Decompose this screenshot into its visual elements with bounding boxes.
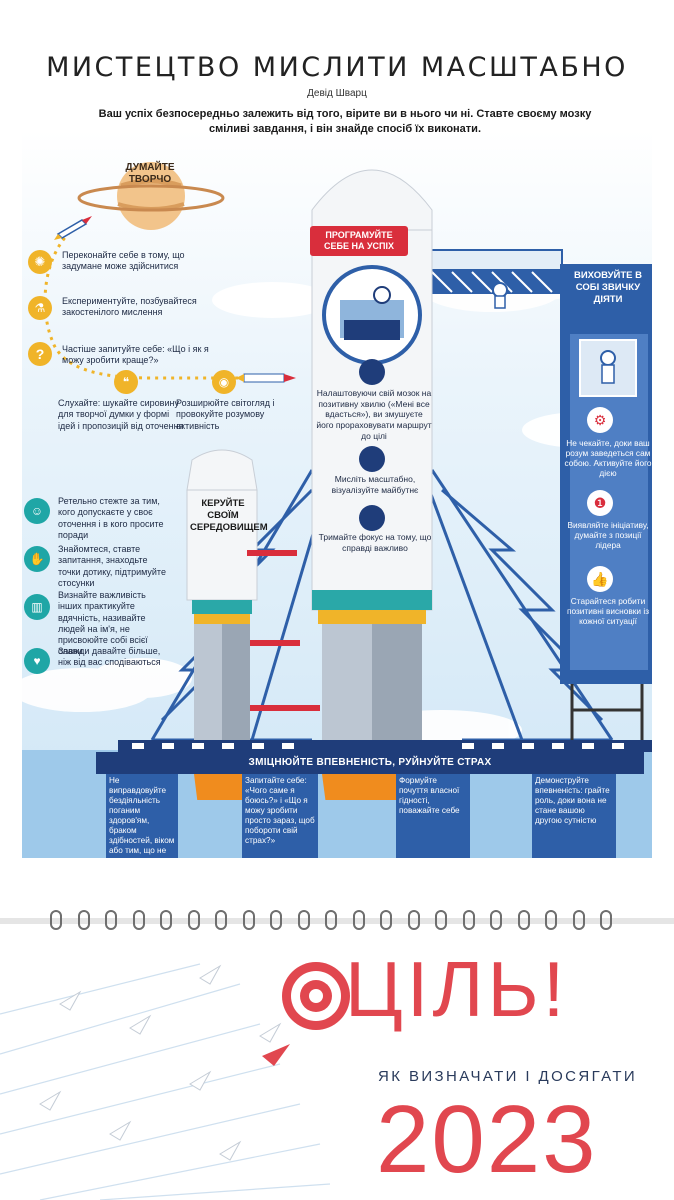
binding-ring [545,910,557,930]
small-rocket-icon [54,216,92,240]
binding-ring [462,910,475,930]
lightbulb-icon: ✺ [28,250,52,274]
binding-ring [297,910,310,930]
paper-planes [0,963,331,1200]
confidence-box-3: Демонструйте впевненість: грайте роль, д… [532,774,616,858]
idea-icon [366,455,367,456]
podium-icon: ▥ [24,594,50,620]
binding-ring [380,910,392,930]
creative-label: ДУМАЙТЕ ТВОРЧО [125,162,175,185]
creative-item-2: ? Частіше запитуйте себе: «Що і як я мож… [28,342,228,370]
binding-ring [407,910,420,930]
confidence-box-2: Формуйте почуття власної гідності, поваж… [396,774,470,858]
confidence-box-text: Не виправдовуйте бездіяльність поганим з… [109,776,175,858]
habit-item-2: Старайтеся робити позитивні висновки із … [566,596,650,627]
binding-ring [435,910,447,930]
confidence-box-text: Формуйте почуття власної гідності, поваж… [399,776,460,815]
thumbs-up-icon: 👍 [587,566,613,592]
confidence-box-text: Демонструйте впевненість: грайте роль, д… [535,776,610,825]
creative-item-text: Експериментуйте, позбувайтеся закостеніл… [62,296,197,318]
poster-intro: Ваш успіх безпосередньо залежить від тог… [98,108,592,135]
brand-year: 2023 [376,1086,598,1193]
program-item-0: Налаштовуючи свій мозок на позитивну хви… [316,388,432,441]
brand-word: ЦІЛЬ! [345,945,569,1033]
target-icon [282,962,350,1030]
brain-icon [366,368,367,369]
gears-icon: ⚙ [587,407,613,433]
creative-item-text: Частіше запитуйте себе: «Що і як я можу … [62,344,209,366]
creative-item-0: ✺ Переконайте себе в тому, що задумане м… [28,250,228,278]
binding-ring [77,910,90,930]
environment-item-text: Ретельно стежте за тим, кого допускаєте … [58,496,164,540]
question-icon: ? [28,342,52,366]
habit-item-0: Не чекайте, доки ваш розум заведеться са… [564,438,652,479]
handshake-icon: ✋ [24,546,50,572]
program-label: ПРОГРАМУЙТЕ СЕБЕ НА УСПІХ [310,226,408,256]
spiral-binding [0,910,674,944]
binding-strip [0,918,674,924]
environment-item-text: Завжди давайте більше, ніж від вас споді… [58,646,161,668]
creative-item-text: Слухайте: шукайте сировину для творчої д… [58,398,184,431]
confidence-banner: ЗМІЦНЮЙТЕ ВПЕВНЕНІСТЬ, РУЙНУЙТЕ СТРАХ [96,752,644,774]
poster-author: Девід Шварц [307,88,367,99]
binding-ring [352,910,365,930]
confidence-box-1: Запитайте себе: «Чого саме я боюсь?» і «… [242,774,318,858]
environment-item-0: ☺ Ретельно стежте за тим, кого допускаєт… [24,496,174,540]
binding-ring [242,910,255,930]
environment-item-text: Визнайте важливість інших практикуйте вд… [58,590,148,657]
eye-icon: ◉ [212,370,236,394]
creative-item-text: Розширюйте світогляд і провокуйте розумо… [176,398,275,431]
binding-ring [517,910,530,930]
speech-icon: ❝ [114,370,138,394]
program-item-1: Мисліть масштабно, візуалізуйте майбутнє [331,474,419,495]
creative-item-4: ◉ Розширюйте світогляд і провокуйте розу… [172,370,302,440]
binding-ring [600,910,612,930]
planet-icon [77,162,225,230]
flask-icon: ⚗ [28,296,52,320]
flying-rocket-icon [236,373,296,383]
brand-subtitle: ЯК ВИЗНАЧАТИ І ДОСЯГАТИ [378,1068,638,1085]
environment-item-3: ♥ Завжди давайте більше, ніж від вас спо… [24,646,174,676]
environment-item-1: ✋ Знайомтеся, ставте запитання, знаходьт… [24,544,174,588]
confidence-box-text: Запитайте себе: «Чого саме я боюсь?» і «… [245,776,315,845]
binding-ring [490,910,502,930]
binding-ring [160,910,172,930]
environment-item-2: ▥ Визнайте важливість інших практикуйте … [24,590,174,656]
creative-item-1: ⚗ Експериментуйте, позбувайтеся закостен… [28,296,228,324]
poster-title: МИСТЕЦТВО МИСЛИТИ МАСШТАБНО [46,52,628,83]
binding-ring [187,910,200,930]
medal-icon: ❶ [587,490,613,516]
habit-item-1: Виявляйте ініціативу, думайте з позиції … [567,520,649,551]
confidence-box-0: Не виправдовуйте бездіяльність поганим з… [106,774,178,858]
program-item-2: Тримайте фокус на тому, що справді важли… [318,532,432,553]
creative-item-3: ❝ Слухайте: шукайте сировину для творчої… [58,370,188,440]
environment-item-text: Знайомтеся, ставте запитання, знаходьте … [58,544,166,588]
binding-ring [105,910,117,930]
poster-page: ДУМАЙТЕ ТВОРЧО ✺ Переконайте себе в тому… [22,0,652,858]
binding-ring [132,910,145,930]
binding-ring [215,910,227,930]
binding-rings [0,910,674,944]
environment-label: КЕРУЙТЕ СВОЇМ СЕРЕДОВИЩЕМ [190,498,268,533]
binding-ring [270,910,282,930]
creative-item-text: Переконайте себе в тому, що задумане мож… [62,250,185,272]
habit-label: ВИХОВУЙТЕ В СОБІ ЗВИЧКУ ДІЯТИ [573,270,643,305]
hands-heart-icon: ♥ [24,648,50,674]
binding-ring [50,910,62,930]
launch-structure [118,169,652,800]
crosshair-icon [366,514,367,515]
people-icon: ☺ [24,498,50,524]
binding-ring [325,910,337,930]
binding-ring [572,910,585,930]
